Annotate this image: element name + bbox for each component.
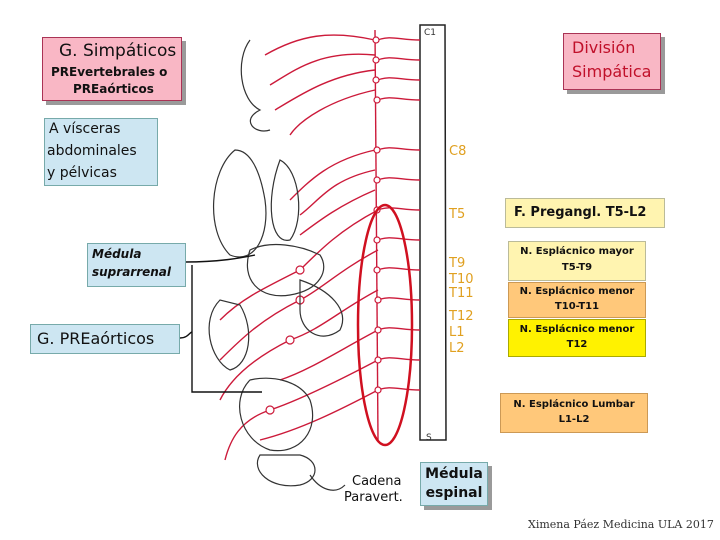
division-title-line1: División: [572, 38, 636, 57]
esplacnico-menor-t12-box: N. Esplácnico menor T12: [508, 319, 646, 357]
segment-l1: L1: [449, 325, 465, 340]
segment-t5: T5: [449, 207, 466, 222]
preaorticos-label: G. PREaórticos: [37, 329, 155, 348]
segment-t10: T10: [449, 272, 474, 287]
segment-t12: T12: [449, 309, 474, 324]
visceras-line1: A vísceras: [49, 121, 121, 137]
preaorticos-box: G. PREaórticos: [30, 324, 180, 354]
esplacnico-menor-t10-line1: N. Esplácnico menor: [519, 286, 635, 297]
cadena-line1: Cadena: [352, 474, 402, 489]
svg-text:S: S: [426, 433, 432, 443]
splanchnic-highlight-oval: [356, 203, 414, 447]
visceras-line2: abdominales: [47, 143, 137, 159]
visceras-box: A vísceras abdominales y pélvicas: [44, 118, 158, 186]
esplacnico-mayor-box: N. Esplácnico mayor T5-T9: [508, 241, 646, 281]
cadena-line2: Paravert.: [344, 490, 403, 505]
simpaticos-title: G. Simpáticos: [59, 41, 177, 61]
medula-espinal-box: Médula espinal: [420, 462, 488, 506]
visceras-line3: y pélvicas: [47, 165, 117, 181]
segment-c8: C8: [449, 144, 467, 159]
medula-suprarrenal-box: Médula suprarrenal: [87, 243, 186, 287]
division-title-line2: Simpática: [572, 62, 652, 81]
medula-line2: suprarrenal: [92, 265, 172, 279]
simpaticos-box: G. Simpáticos PREvertebrales o PREaórtic…: [42, 37, 182, 101]
medula-espinal-line2: espinal: [425, 485, 483, 501]
segment-t9: T9: [449, 256, 466, 271]
esplacnico-menor-t12-line1: N. Esplácnico menor: [519, 324, 635, 335]
medula-line1: Médula: [92, 247, 142, 261]
esplacnico-mayor-line2: T5-T9: [561, 262, 593, 273]
preganglionar-box: F. Pregangl. T5-L2: [505, 198, 665, 228]
esplacnico-menor-t10-box: N. Esplácnico menor T10-T11: [508, 282, 646, 318]
esplacnico-lumbar-box: N. Esplácnico Lumbar L1-L2: [500, 393, 648, 433]
medula-espinal-line1: Médula: [425, 466, 483, 482]
preaorticos-text: PREaórticos: [73, 82, 154, 96]
segment-l2: L2: [449, 341, 465, 356]
svg-text:C1: C1: [424, 28, 436, 38]
esplacnico-menor-t12-line2: T12: [566, 339, 588, 350]
segment-t11: T11: [449, 286, 474, 301]
esplacnico-lumbar-line2: L1-L2: [558, 414, 590, 425]
preganglionar-label: F. Pregangl. T5-L2: [514, 205, 647, 220]
credit-text: Ximena Páez Medicina ULA 2017: [528, 518, 714, 531]
esplacnico-menor-t10-line2: T10-T11: [554, 301, 600, 312]
esplacnico-lumbar-line1: N. Esplácnico Lumbar: [513, 399, 635, 410]
esplacnico-mayor-line1: N. Esplácnico mayor: [520, 246, 634, 257]
division-simpatica-box: División Simpática: [563, 33, 661, 90]
prevertebrales-text: PREvertebrales o: [51, 65, 168, 79]
